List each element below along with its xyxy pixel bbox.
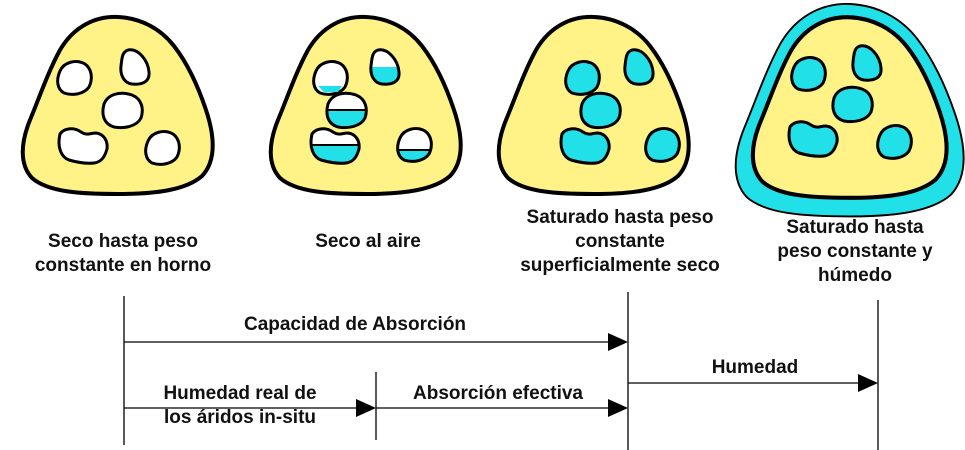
arrow-humedad-real xyxy=(124,399,376,417)
label-absorcion-efectiva: Absorción efectiva xyxy=(413,383,583,404)
label-capacidad: Capacidad de Absorción xyxy=(243,314,467,335)
stone-oven-dry xyxy=(20,14,215,196)
label-air-dry: Seco al aire xyxy=(315,231,421,252)
stone-saturated-surface-dry xyxy=(496,14,691,196)
label-wet: Saturado hasta peso constante y húmedo xyxy=(777,217,933,286)
label-oven-dry: Seco hasta peso constante en horno xyxy=(34,231,212,276)
stone-air-dry xyxy=(268,14,463,196)
arrow-capacidad xyxy=(124,333,628,351)
label-humedad-real: Humedad real de los áridos in-situ xyxy=(163,383,317,428)
arrow-absorcion-efectiva xyxy=(376,399,628,417)
arrow-humedad xyxy=(628,374,878,392)
label-humedad: Humedad xyxy=(711,357,799,378)
label-sss: Saturado hasta peso constante superficia… xyxy=(520,207,720,276)
stone-saturated-wet xyxy=(734,2,965,218)
